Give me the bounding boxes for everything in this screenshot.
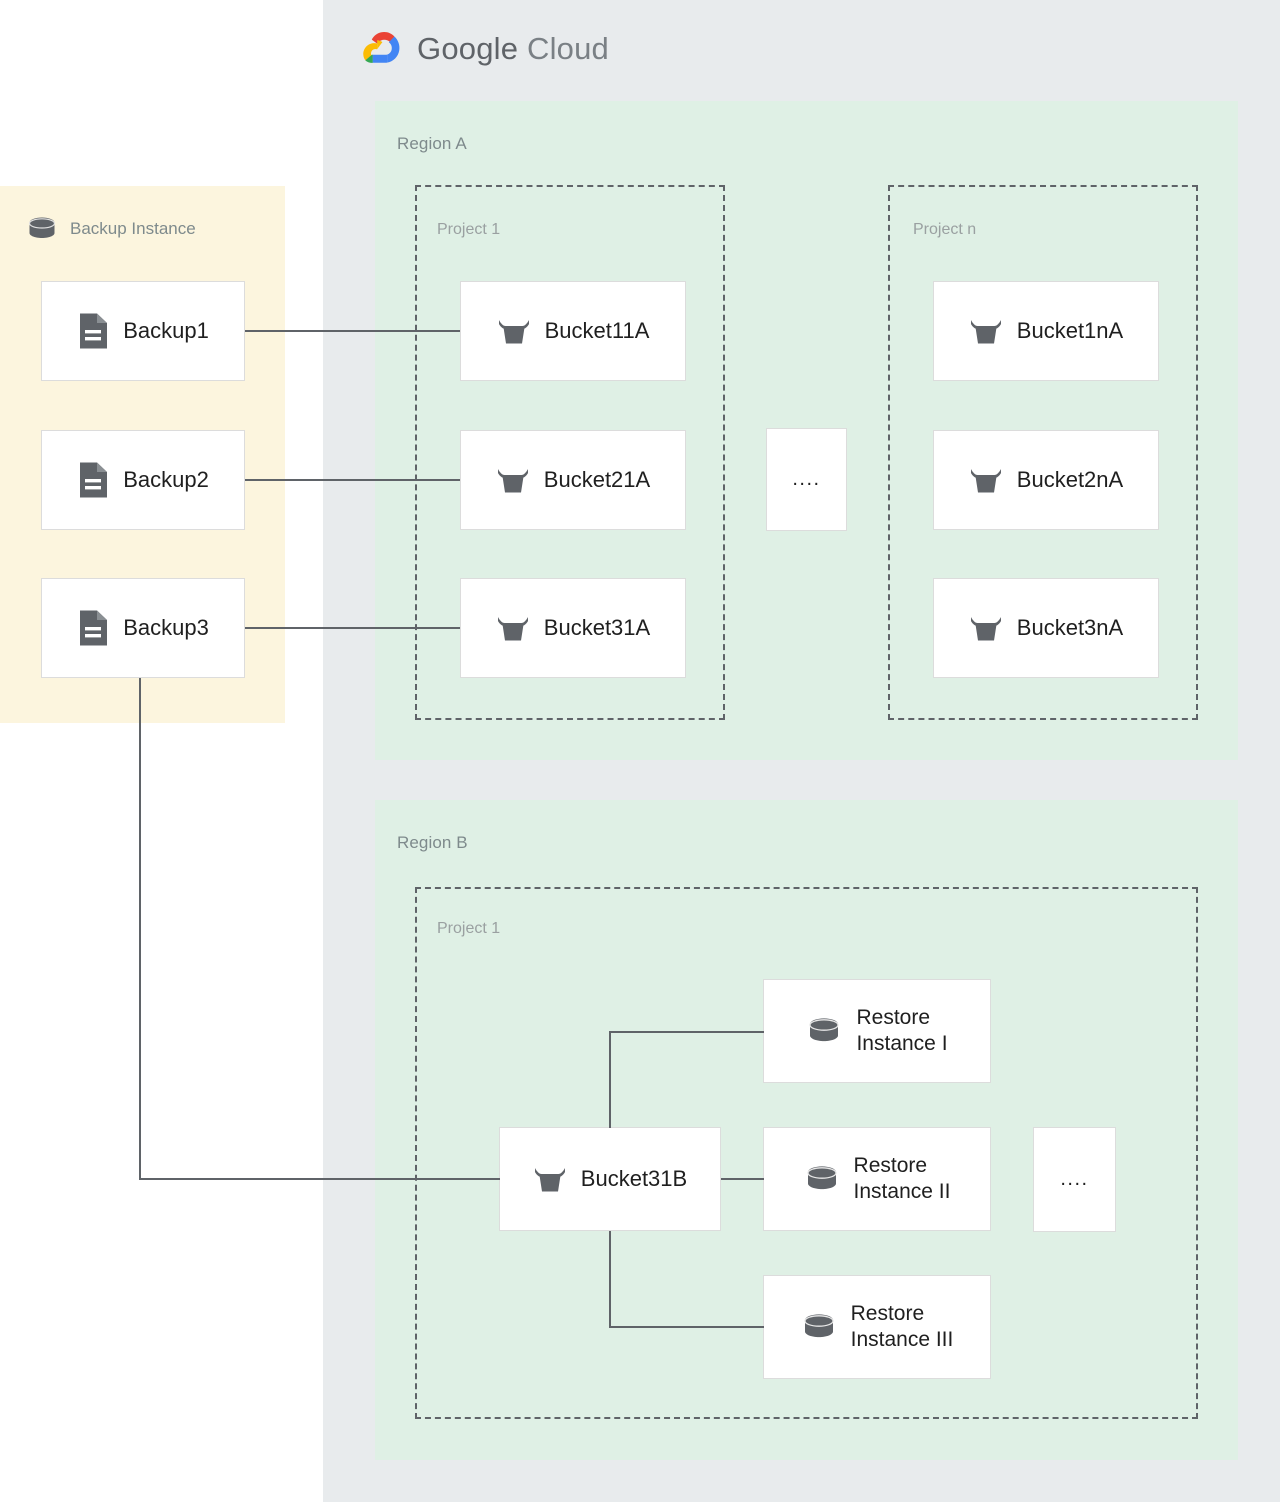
region-a-label: Region A — [397, 134, 467, 153]
database-cylinder-icon — [804, 1163, 840, 1195]
ellipsis-card-region-b: .... — [1033, 1127, 1116, 1232]
bucket-card-bucket31a[interactable]: Bucket31A — [460, 578, 686, 678]
restore-instance-card-i[interactable]: Restore Instance I — [763, 979, 991, 1083]
backup-card-backup1[interactable]: Backup1 — [41, 281, 245, 381]
connector-bucket31b-to-restore-iii-vertical — [609, 1231, 611, 1327]
restore-instance-label: Restore Instance II — [853, 1154, 951, 1203]
ellipsis-card-region-a: .... — [766, 428, 847, 531]
cloud-storage-bucket-icon — [497, 315, 531, 347]
document-icon — [77, 312, 109, 350]
cloud-storage-bucket-icon — [496, 464, 530, 496]
region-b-label: Region B — [397, 833, 468, 852]
bucket-card-label: Bucket31B — [580, 1165, 688, 1191]
backup-card-label: Backup1 — [123, 317, 209, 343]
brand-google: Google — [417, 31, 519, 66]
project-box-region-b-project-1 — [415, 887, 1198, 1419]
project-label-region-b-project-1: Project 1 — [437, 920, 501, 937]
connector-bucket31b-to-restore-i-vertical — [609, 1031, 611, 1128]
project-box-region-a-project-n — [888, 185, 1198, 720]
cloud-storage-bucket-icon — [969, 315, 1003, 347]
connector-backup2-to-bucket21a — [245, 479, 460, 481]
bucket-card-label: Bucket31A — [543, 614, 651, 640]
bucket-card-label: Bucket11A — [544, 317, 650, 343]
backup-card-label: Backup2 — [123, 466, 209, 492]
cloud-storage-bucket-icon — [969, 464, 1003, 496]
bucket-card-label: Bucket3nA — [1016, 614, 1124, 640]
google-cloud-logo-icon — [357, 30, 403, 68]
backup-card-label: Backup3 — [123, 614, 209, 640]
bucket-card-bucket2na[interactable]: Bucket2nA — [933, 430, 1159, 530]
bucket-card-bucket31b[interactable]: Bucket31B — [499, 1127, 721, 1231]
google-cloud-header: Google Cloud — [357, 30, 609, 68]
connector-bucket31b-to-restore-ii — [721, 1178, 764, 1180]
bucket-card-label: Bucket21A — [543, 466, 651, 492]
connector-backup3-to-bucket31b-horizontal — [139, 1178, 500, 1180]
backup-card-backup3[interactable]: Backup3 — [41, 578, 245, 678]
bucket-card-bucket11a[interactable]: Bucket11A — [460, 281, 686, 381]
project-label-region-a-project-1: Project 1 — [437, 221, 501, 238]
restore-instance-card-iii[interactable]: Restore Instance III — [763, 1275, 991, 1379]
bucket-card-bucket3na[interactable]: Bucket3nA — [933, 578, 1159, 678]
bucket-card-label: Bucket1nA — [1016, 317, 1124, 343]
project-label-region-a-project-n: Project n — [913, 221, 977, 238]
backup-instance-header: Backup Instance — [28, 216, 196, 242]
connector-backup3-to-bucket31b-vertical — [139, 678, 141, 1180]
project-box-region-a-project-1 — [415, 185, 725, 720]
bucket-card-bucket21a[interactable]: Bucket21A — [460, 430, 686, 530]
connector-bucket31b-to-restore-iii-horizontal — [609, 1326, 764, 1328]
restore-instance-label: Restore Instance III — [850, 1302, 954, 1351]
document-icon — [77, 609, 109, 647]
bucket-card-bucket1na[interactable]: Bucket1nA — [933, 281, 1159, 381]
backup-instance-label: Backup Instance — [70, 219, 196, 238]
restore-instance-card-ii[interactable]: Restore Instance II — [763, 1127, 991, 1231]
database-cylinder-icon — [801, 1311, 837, 1343]
connector-backup1-to-bucket11a — [245, 330, 460, 332]
google-cloud-wordmark: Google Cloud — [417, 31, 609, 67]
restore-instance-label: Restore Instance I — [856, 1006, 948, 1055]
connector-backup3-to-bucket31a — [245, 627, 460, 629]
brand-cloud: Cloud — [527, 31, 609, 66]
cloud-storage-bucket-icon — [969, 612, 1003, 644]
cloud-storage-bucket-icon — [533, 1163, 567, 1195]
database-cylinder-icon — [806, 1015, 842, 1047]
bucket-card-label: Bucket2nA — [1016, 466, 1124, 492]
connector-bucket31b-to-restore-i-horizontal — [609, 1031, 764, 1033]
database-cylinder-icon — [28, 216, 56, 242]
cloud-storage-bucket-icon — [496, 612, 530, 644]
document-icon — [77, 461, 109, 499]
backup-card-backup2[interactable]: Backup2 — [41, 430, 245, 530]
